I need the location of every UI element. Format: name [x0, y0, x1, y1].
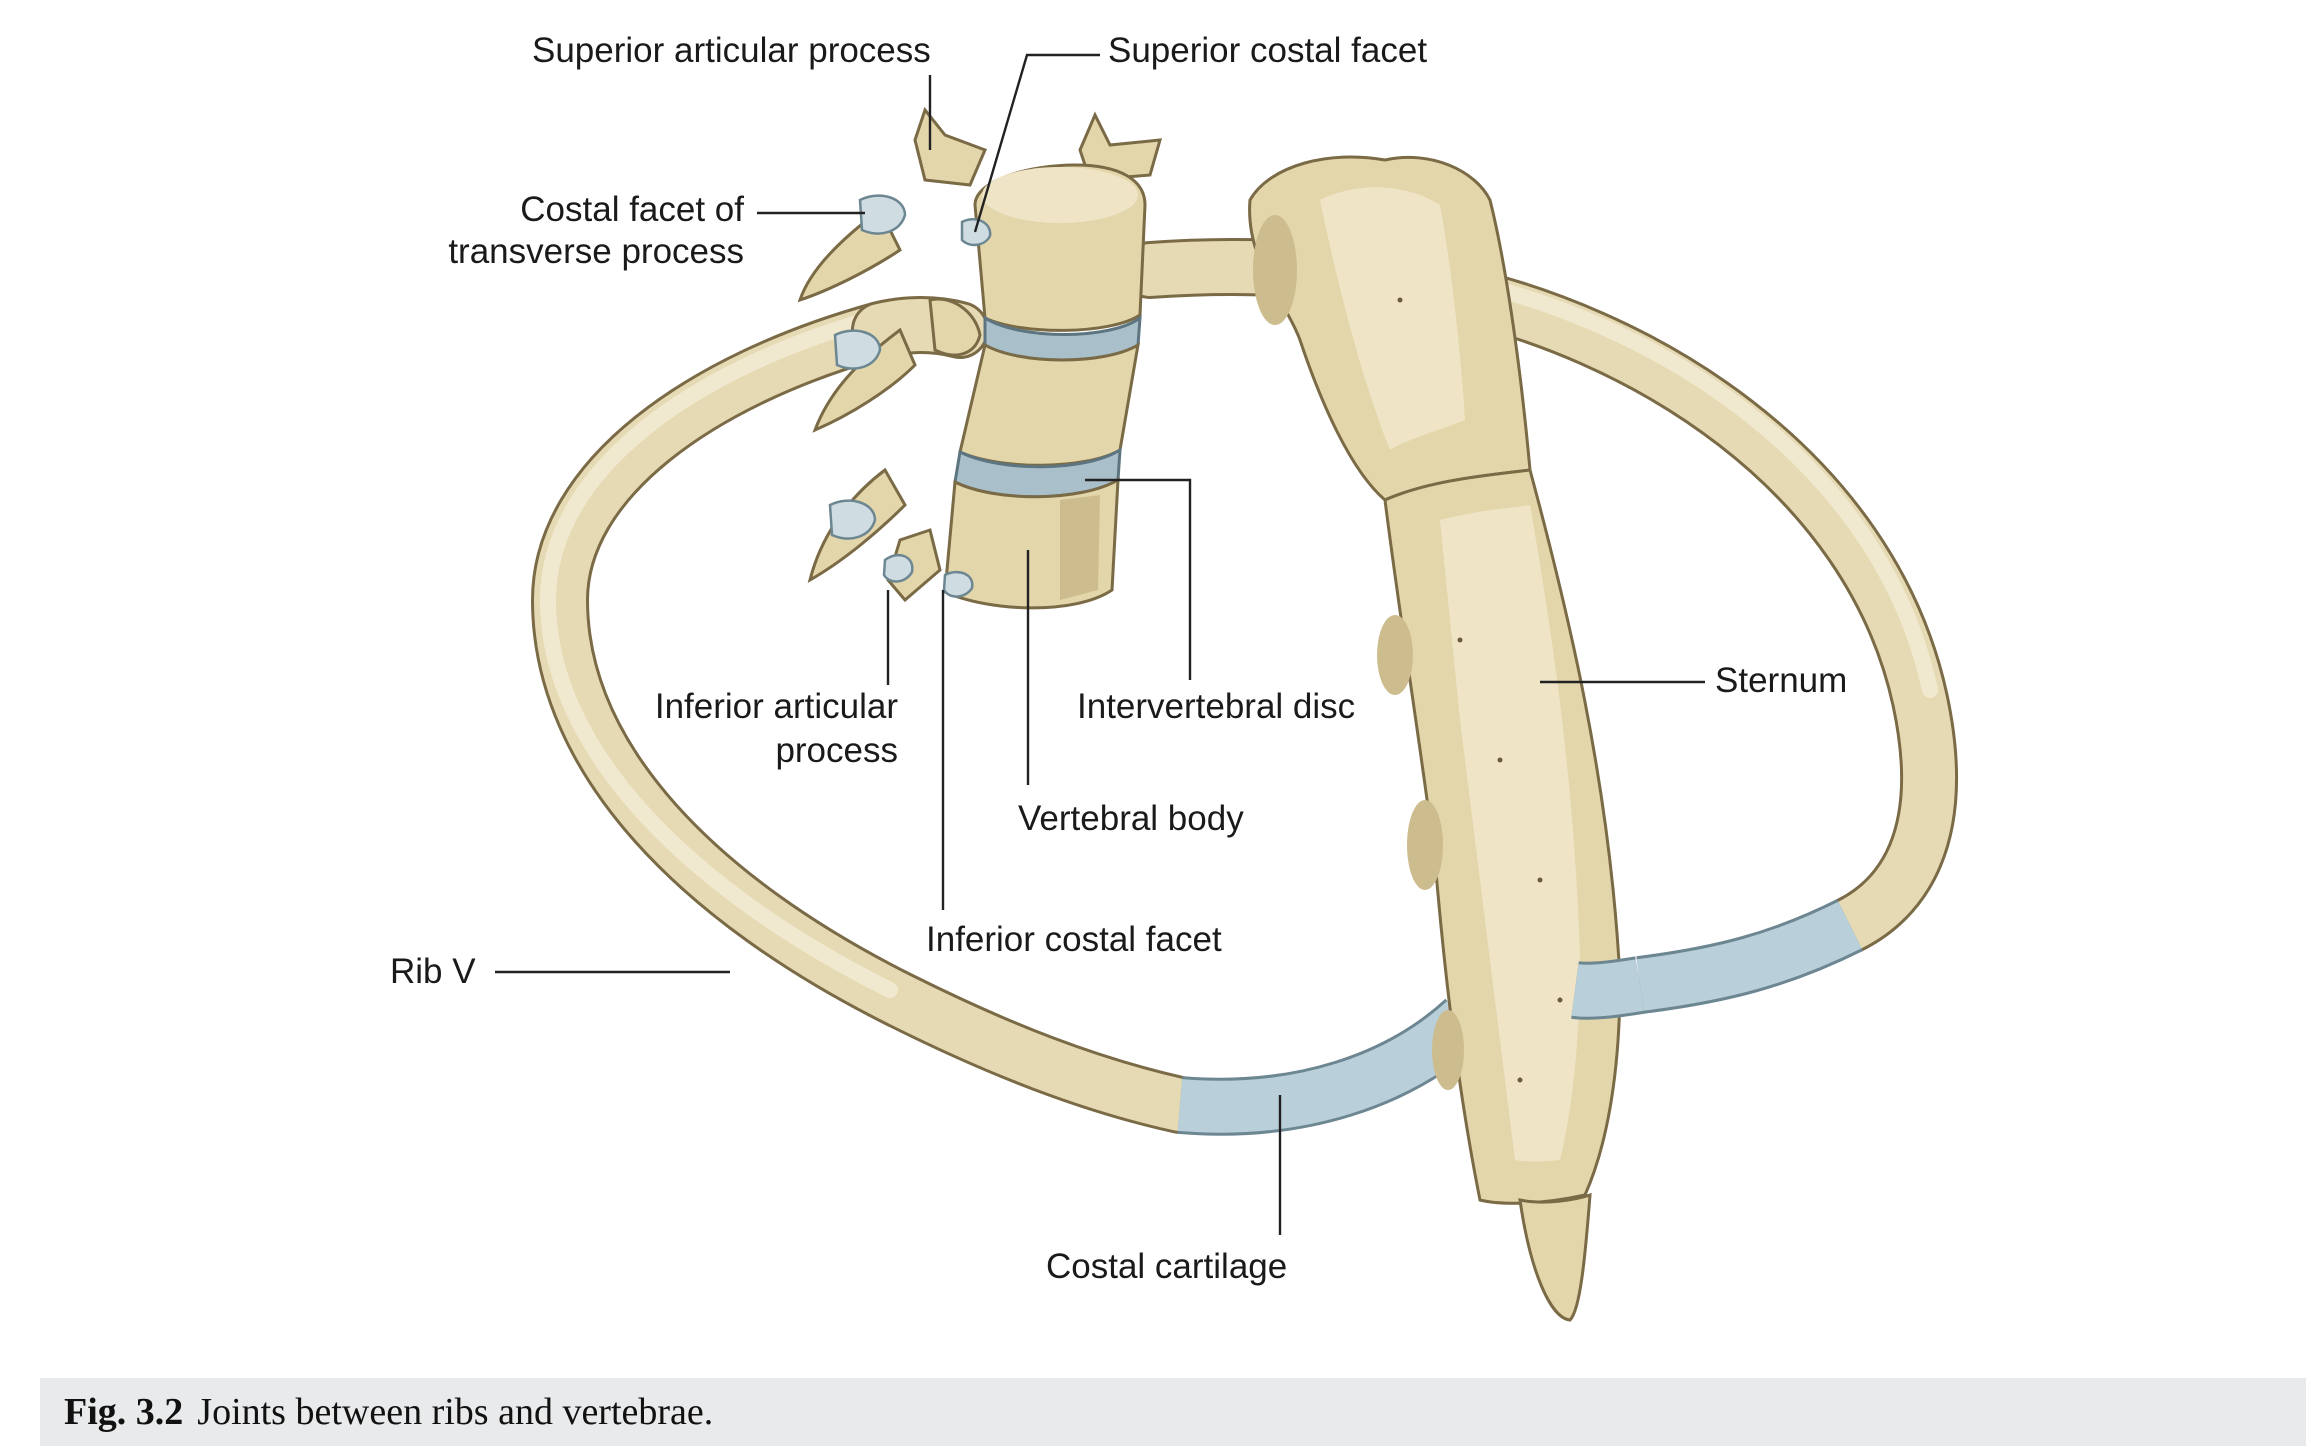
costal-cartilage-right	[1636, 899, 1863, 1014]
label-costal-cartilage: Costal cartilage	[1046, 1247, 1287, 1286]
vertebra-middle-body	[958, 342, 1141, 467]
label-inferior-articular-line1: Inferior articular	[655, 687, 898, 726]
label-vertebral-body: Vertebral body	[1018, 799, 1244, 838]
costal-cartilage-left	[1177, 998, 1485, 1136]
costal-facet-middle	[833, 329, 882, 370]
labels: Superior articular process Superior cost…	[390, 31, 1847, 1286]
inferior-costal-facet-shape	[942, 570, 974, 598]
inferior-articular-facet	[882, 553, 914, 583]
label-sternum: Sternum	[1715, 661, 1847, 700]
costal-facet-lower	[828, 499, 877, 540]
xiphoid-process	[1518, 1192, 1592, 1322]
rib-v-sternal-joint	[1571, 956, 1645, 1020]
vertebra-upper-endplate	[982, 167, 1138, 223]
leader-lines	[495, 53, 1705, 1235]
label-intervertebral-disc: Intervertebral disc	[1077, 687, 1355, 726]
caption-text-wrapper: Fig. 3.2 Joints between ribs and vertebra…	[64, 1390, 713, 1434]
sternum	[1248, 155, 1622, 1322]
label-costal-facet-line1: Costal facet of	[520, 190, 744, 229]
label-inferior-articular-line2: process	[775, 731, 898, 770]
label-superior-articular-process: Superior articular process	[532, 31, 931, 70]
leader-intervertebral-disc	[1085, 478, 1192, 680]
figure-caption: Fig. 3.2 Joints between ribs and vertebra…	[40, 1378, 2306, 1446]
figure-number: Fig. 3.2	[64, 1391, 184, 1433]
label-rib-v: Rib V	[390, 952, 476, 991]
rib-head	[928, 297, 982, 357]
clavicular-notch	[1253, 215, 1297, 325]
label-superior-costal-facet: Superior costal facet	[1108, 31, 1427, 70]
label-costal-facet-line2: transverse process	[448, 232, 744, 271]
label-inferior-costal-facet: Inferior costal facet	[926, 920, 1222, 959]
costal-facet-upper	[858, 194, 907, 235]
leader-superior-costal-facet	[973, 53, 1100, 233]
superior-articular-process-bone	[913, 106, 987, 187]
figure-caption-text: Joints between ribs and vertebrae.	[197, 1391, 714, 1433]
vertebral-column	[797, 106, 1163, 610]
